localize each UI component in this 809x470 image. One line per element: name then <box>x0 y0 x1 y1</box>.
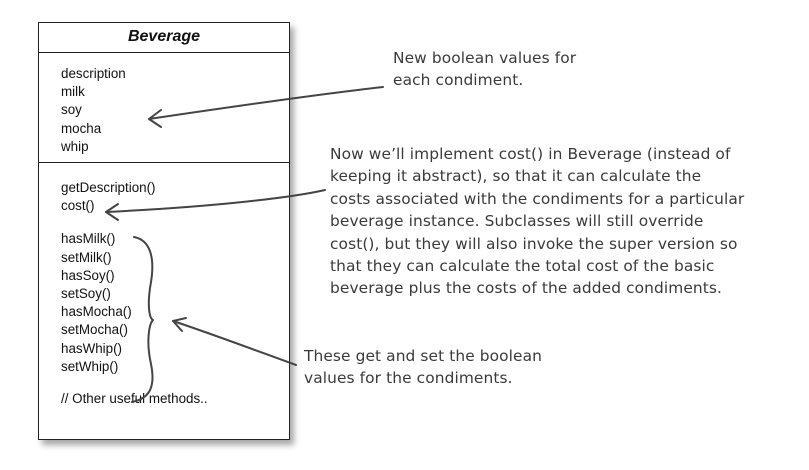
annotation-line: beverage instance. Subclasses will still… <box>330 212 704 231</box>
attribute-mocha: mocha <box>61 120 102 136</box>
method-has-whip: hasWhip() <box>61 340 123 356</box>
annotation-line: costs associated with the condiments for… <box>330 189 745 208</box>
method-set-whip: setWhip() <box>61 358 119 374</box>
methods-section: getDescription() cost() hasMilk() setMil… <box>39 163 289 408</box>
method-set-mocha: setMocha() <box>61 322 128 338</box>
attribute-milk: milk <box>61 84 85 100</box>
class-name: Beverage <box>39 23 289 53</box>
annotation-line: These get and set the boolean <box>304 347 543 365</box>
arrow-to-cost <box>105 189 326 221</box>
annotation-line: beverage plus the costs of the added con… <box>330 279 723 298</box>
beverage-class-box: Beverage description milk soy mocha whip… <box>38 22 290 440</box>
attribute-whip: whip <box>61 138 89 154</box>
method-set-soy: setSoy() <box>61 286 111 302</box>
annotation-line: each condiment. <box>393 71 524 90</box>
annotation-line: New boolean values for <box>393 49 577 67</box>
annotation-line: keeping it abstract), so that it can cal… <box>330 167 702 186</box>
method-set-milk: setMilk() <box>61 249 112 265</box>
condiment-methods-brace <box>131 236 154 403</box>
method-has-soy: hasSoy() <box>61 267 115 283</box>
annotation-boolean-values: New boolean values for each condiment. <box>393 47 576 92</box>
annotation-line: that they can calculate the total cost o… <box>330 257 715 276</box>
method-get-description: getDescription() <box>61 180 156 195</box>
attribute-description: description <box>61 66 126 81</box>
annotation-getters-setters: These get and set the boolean values for… <box>304 345 542 390</box>
attribute-soy: soy <box>61 102 82 118</box>
annotation-line: cost(), but they will also invoke the su… <box>330 234 738 253</box>
method-cost: cost() <box>61 198 95 214</box>
other-methods-comment: // Other useful methods.. <box>61 391 208 407</box>
method-has-mocha: hasMocha() <box>61 304 132 320</box>
annotation-line: values for the condiments. <box>304 369 513 388</box>
method-has-milk: hasMilk() <box>61 231 116 247</box>
annotation-cost-explanation: Now we’ll implement cost() in Beverage (… <box>330 143 744 300</box>
arrow-to-attributes <box>148 86 384 128</box>
annotation-line: Now we’ll implement cost() in Beverage (… <box>330 145 731 163</box>
arrow-to-brace <box>172 317 297 366</box>
attributes-section: description milk soy mocha whip <box>39 53 289 163</box>
